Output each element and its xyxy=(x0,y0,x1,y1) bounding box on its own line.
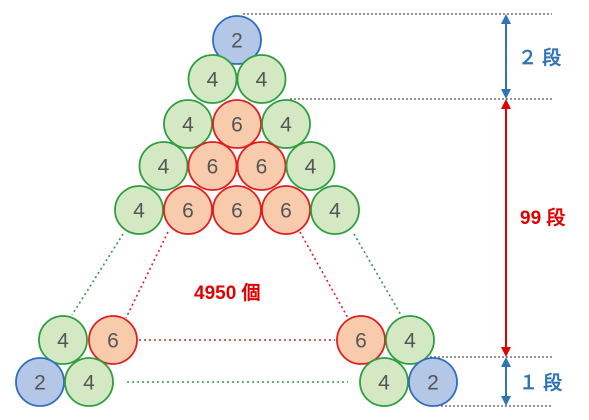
circle-shape xyxy=(15,357,65,407)
circle-blue: 2 xyxy=(212,15,262,65)
arrow-head-down xyxy=(501,396,511,406)
circle-number: 4 xyxy=(182,114,194,137)
circle-shape xyxy=(114,185,164,235)
circle-green: 4 xyxy=(163,99,213,149)
bottom-levels-label: １ 段 xyxy=(519,371,563,394)
circle-green: 4 xyxy=(114,185,164,235)
circle-number: 4 xyxy=(83,372,95,395)
top-levels-arrow xyxy=(501,14,511,99)
circle-shape xyxy=(336,315,386,365)
circle-green: 4 xyxy=(285,141,336,191)
circle-blue: 2 xyxy=(15,357,65,407)
circle-red: 6 xyxy=(163,185,213,235)
bottom-levels-arrow xyxy=(501,357,511,406)
circle-number: 4 xyxy=(378,372,390,395)
circle-green: 4 xyxy=(138,141,189,191)
circle-shape xyxy=(236,54,287,104)
circle-green: 4 xyxy=(236,54,287,104)
circle-number: 4 xyxy=(207,69,219,92)
circle-shape xyxy=(261,99,311,149)
circle-number: 4 xyxy=(158,156,170,179)
guide-lines xyxy=(243,13,552,407)
circle-shape xyxy=(261,185,311,235)
circle-shape xyxy=(187,141,238,191)
circle-number: 6 xyxy=(355,330,367,353)
middle-levels-arrow xyxy=(501,99,511,357)
circle-shape xyxy=(163,185,213,235)
right-edge-dots xyxy=(353,233,402,316)
middle-levels-label: 99 段 xyxy=(520,206,566,229)
circle-number: 6 xyxy=(207,156,219,179)
top-levels-label: ２ 段 xyxy=(518,46,562,69)
circle-number: 4 xyxy=(329,200,341,223)
circle-number: 4 xyxy=(280,114,292,137)
circle-green: 4 xyxy=(64,357,114,407)
circle-green: 4 xyxy=(310,185,360,235)
circle-number: 4 xyxy=(305,156,317,179)
circle-number: 2 xyxy=(34,372,46,395)
circle-green: 4 xyxy=(359,357,409,407)
circle-shape xyxy=(310,185,360,235)
circle-shape xyxy=(385,315,435,365)
circle-number: 2 xyxy=(427,372,439,395)
circle-red: 6 xyxy=(236,141,287,191)
circle-red: 6 xyxy=(212,185,262,235)
arrow-head-down xyxy=(501,347,511,357)
circle-shape xyxy=(88,315,138,365)
circle-number: 4 xyxy=(404,330,416,353)
left-edge-dots xyxy=(71,233,124,316)
circle-number: 6 xyxy=(280,200,292,223)
right-inner-dots xyxy=(299,231,349,319)
circle-shape xyxy=(285,141,336,191)
circle-number: 4 xyxy=(256,69,268,92)
circle-shape xyxy=(212,185,262,235)
arrow-head-up xyxy=(501,14,511,24)
circle-number: 6 xyxy=(231,200,243,223)
arrow-head-up xyxy=(501,357,511,367)
circle-number: 6 xyxy=(107,330,119,353)
circle-green: 4 xyxy=(38,315,88,365)
circle-shape xyxy=(212,15,262,65)
circle-number: 2 xyxy=(231,30,243,53)
circle-shape xyxy=(187,54,238,104)
circle-shape xyxy=(212,99,262,149)
count-label: 4950 個 xyxy=(194,282,261,304)
circle-number: 4 xyxy=(133,200,145,223)
circle-shape xyxy=(408,357,458,407)
circle-red: 6 xyxy=(336,315,386,365)
circle-green: 4 xyxy=(261,99,311,149)
circle-number: 6 xyxy=(231,114,243,137)
left-inner-dots xyxy=(125,231,169,319)
circle-red: 6 xyxy=(88,315,138,365)
circle-blue: 2 xyxy=(408,357,458,407)
dimension-arrows xyxy=(501,14,511,406)
circle-number: 6 xyxy=(182,200,194,223)
circle-shape xyxy=(138,141,189,191)
circle-number: 6 xyxy=(256,156,268,179)
circle-shape xyxy=(64,357,114,407)
circle-shape xyxy=(38,315,88,365)
circle-red: 6 xyxy=(212,99,262,149)
circle-red: 6 xyxy=(261,185,311,235)
circle-green: 4 xyxy=(187,54,238,104)
circle-shape xyxy=(359,357,409,407)
circle-red: 6 xyxy=(187,141,238,191)
circle-shape xyxy=(236,141,287,191)
arrow-head-up xyxy=(501,99,511,109)
circle-shape xyxy=(163,99,213,149)
dotted-connectors xyxy=(71,231,402,383)
circle-number: 4 xyxy=(57,330,69,353)
arrow-head-down xyxy=(501,89,511,99)
circle-green: 4 xyxy=(385,315,435,365)
